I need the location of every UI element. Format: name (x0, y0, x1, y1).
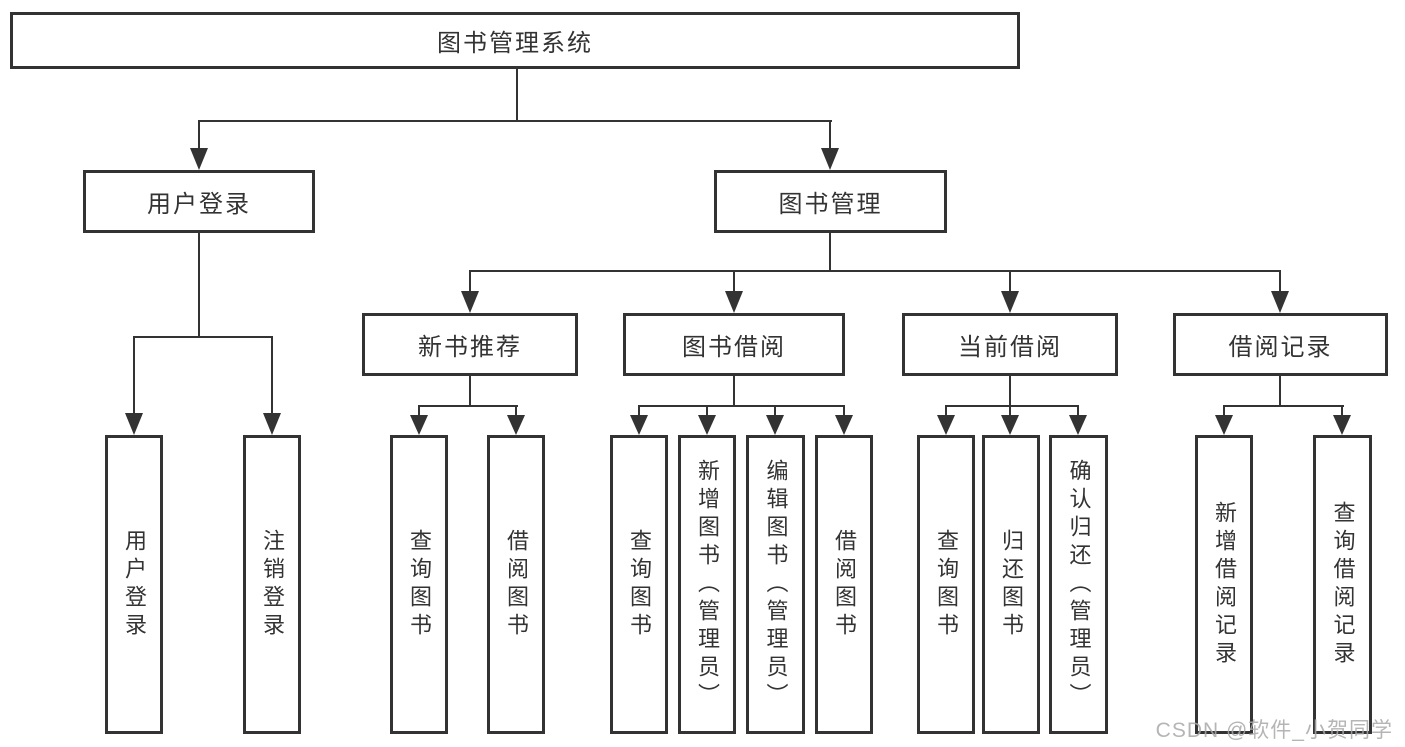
connector-line (1341, 406, 1343, 416)
arrow-down-icon (1001, 415, 1019, 435)
connector-line (1223, 405, 1344, 407)
connector-line (733, 271, 735, 291)
connector-line (198, 120, 832, 122)
connector-line (1009, 406, 1011, 416)
connector-line (469, 271, 471, 291)
node-user-login: 用户登录 (83, 170, 315, 233)
leaf-query-borrow-record: 查询借阅记录 (1313, 435, 1372, 734)
connector-line (1009, 376, 1011, 406)
connector-line (638, 406, 640, 416)
leaf-query-books-borrowing: 查询图书 (610, 435, 668, 734)
leaf-query-books-recommend: 查询图书 (390, 435, 448, 734)
connector-line (133, 336, 273, 338)
arrow-down-icon (263, 413, 281, 435)
connector-line (516, 69, 518, 121)
leaf-add-books-admin: 新增图书（管理员） (678, 435, 736, 734)
arrow-down-icon (1271, 291, 1289, 313)
connector-line (829, 121, 831, 148)
node-borrowing-records: 借阅记录 (1173, 313, 1388, 376)
arrow-down-icon (725, 291, 743, 313)
arrow-down-icon (821, 148, 839, 170)
node-new-book-recommendation: 新书推荐 (362, 313, 578, 376)
node-book-management: 图书管理 (714, 170, 947, 233)
connector-line (198, 233, 200, 337)
connector-line (515, 406, 517, 416)
arrow-down-icon (1333, 415, 1351, 435)
connector-line (774, 406, 776, 416)
connector-line (469, 376, 471, 406)
connector-line (1223, 406, 1225, 416)
arrow-down-icon (835, 415, 853, 435)
leaf-add-borrow-record: 新增借阅记录 (1195, 435, 1253, 734)
leaf-borrow-books-recommend: 借阅图书 (487, 435, 545, 734)
connector-line (418, 405, 518, 407)
leaf-confirm-return-admin: 确认归还（管理员） (1049, 435, 1108, 734)
connector-line (469, 270, 1281, 272)
arrow-down-icon (937, 415, 955, 435)
leaf-edit-books-admin: 编辑图书（管理员） (746, 435, 805, 734)
node-current-borrowing: 当前借阅 (902, 313, 1118, 376)
connector-line (733, 376, 735, 406)
connector-line (1077, 406, 1079, 416)
arrow-down-icon (461, 291, 479, 313)
node-library-management-system: 图书管理系统 (10, 12, 1020, 69)
leaf-logout: 注销登录 (243, 435, 301, 734)
arrow-down-icon (410, 415, 428, 435)
connector-line (829, 233, 831, 271)
leaf-borrow-books: 借阅图书 (815, 435, 873, 734)
csdn-watermark: CSDN @软件_小贺同学 (1155, 719, 1393, 742)
connector-line (638, 405, 845, 407)
connector-line (1009, 271, 1011, 291)
connector-line (198, 121, 200, 148)
arrow-down-icon (698, 415, 716, 435)
arrow-down-icon (507, 415, 525, 435)
arrow-down-icon (190, 148, 208, 170)
leaf-user-login: 用户登录 (105, 435, 163, 734)
connector-line (418, 406, 420, 416)
connector-line (133, 337, 135, 413)
arrow-down-icon (1215, 415, 1233, 435)
node-book-borrowing: 图书借阅 (623, 313, 845, 376)
connector-line (1279, 271, 1281, 291)
connector-line (271, 337, 273, 413)
leaf-query-books-current: 查询图书 (917, 435, 975, 734)
connector-line (706, 406, 708, 416)
connector-line (1279, 376, 1281, 406)
connector-line (843, 406, 845, 416)
arrow-down-icon (766, 415, 784, 435)
arrow-down-icon (1069, 415, 1087, 435)
arrow-down-icon (630, 415, 648, 435)
arrow-down-icon (1001, 291, 1019, 313)
connector-line (945, 405, 1079, 407)
connector-line (945, 406, 947, 416)
arrow-down-icon (125, 413, 143, 435)
leaf-return-books: 归还图书 (982, 435, 1040, 734)
